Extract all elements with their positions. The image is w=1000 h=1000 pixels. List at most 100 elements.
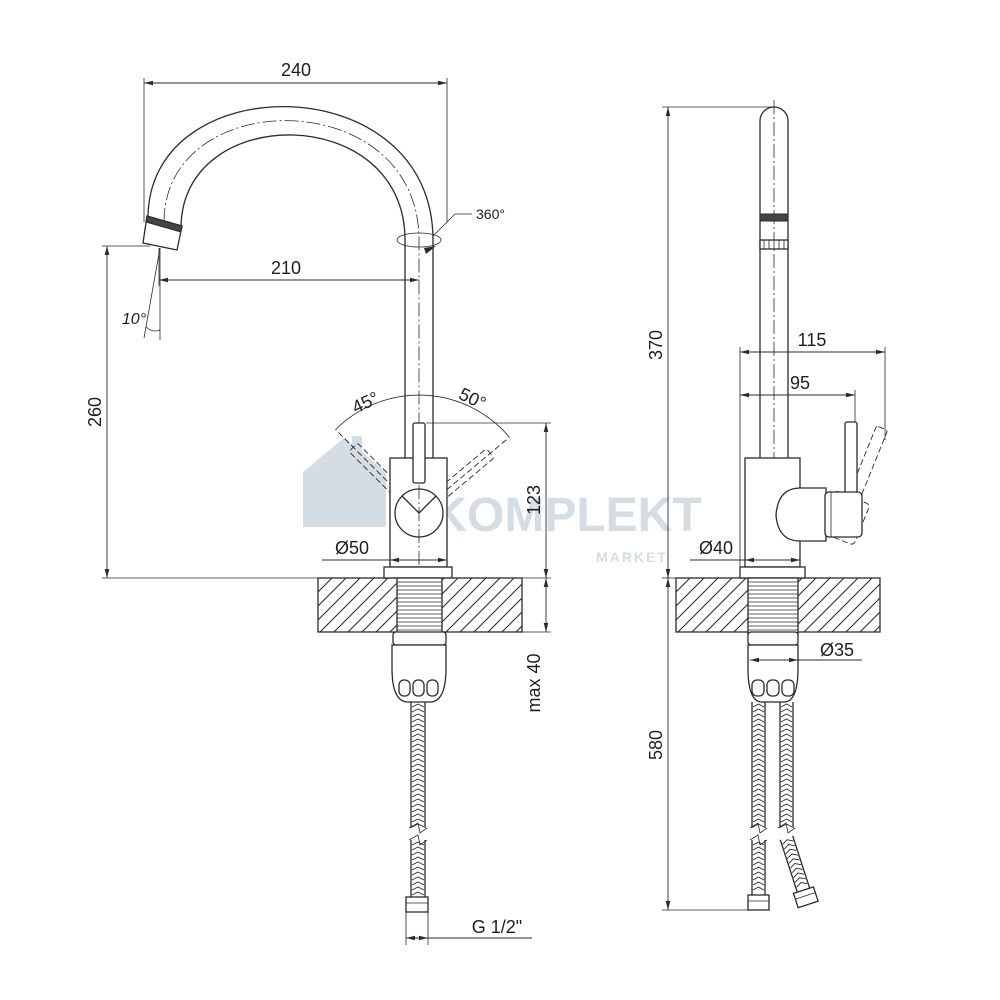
dim-overall-depth: 115 bbox=[798, 330, 827, 350]
supply-hoses bbox=[749, 702, 796, 895]
arrowhead bbox=[789, 657, 798, 663]
arrowhead bbox=[406, 935, 415, 941]
arrowhead bbox=[543, 623, 549, 632]
hose-fitting bbox=[792, 886, 819, 909]
nozzle-band bbox=[145, 215, 183, 233]
dimension-line bbox=[690, 557, 800, 563]
dimension-lines bbox=[665, 107, 885, 910]
watermark-brand: KOMPLEKT bbox=[432, 489, 701, 542]
hose-coupling bbox=[391, 644, 447, 703]
bent-hose bbox=[779, 835, 819, 909]
dimension-line bbox=[406, 935, 532, 941]
hose-coupling bbox=[747, 644, 799, 703]
dimension-lines bbox=[104, 80, 549, 941]
dimension-line bbox=[322, 557, 447, 563]
escutcheon bbox=[383, 566, 453, 579]
dim-connection-thread: G 1/2" bbox=[472, 917, 522, 937]
braided-hose-segment bbox=[410, 840, 426, 897]
threaded-shank bbox=[396, 577, 443, 636]
dim-body-diameter: Ø40 bbox=[699, 538, 733, 558]
spout-side bbox=[759, 100, 789, 470]
dim-body-height: 123 bbox=[524, 485, 544, 515]
dimension-line bbox=[740, 349, 885, 355]
mixer-body bbox=[389, 422, 448, 575]
dimension-line bbox=[159, 277, 419, 283]
braided-hose-segment bbox=[779, 835, 811, 893]
dimension-line bbox=[665, 578, 671, 910]
dim-spout-reach: 210 bbox=[271, 258, 301, 278]
arrowhead bbox=[740, 349, 749, 355]
dimension-line bbox=[665, 107, 671, 578]
dimension-line bbox=[104, 246, 110, 578]
dimension-line bbox=[543, 578, 549, 632]
arrowhead bbox=[665, 901, 671, 910]
arrowhead bbox=[745, 557, 754, 563]
arrowhead bbox=[876, 349, 885, 355]
arrowhead bbox=[750, 657, 759, 663]
nozzle-angle-annotation: 10° bbox=[122, 247, 161, 340]
arrowhead bbox=[104, 569, 110, 578]
side-view: 370 580 115 95 Ø40 Ø35 bbox=[646, 100, 888, 911]
dimension-line bbox=[740, 392, 855, 398]
arrowhead bbox=[104, 246, 110, 255]
arrowhead bbox=[543, 423, 549, 432]
arrowhead bbox=[410, 277, 419, 283]
escutcheon bbox=[739, 566, 806, 579]
hose-fitting bbox=[405, 896, 429, 913]
dimension-line bbox=[144, 80, 447, 86]
dim-overall-width: 240 bbox=[281, 60, 311, 80]
arrowhead bbox=[740, 392, 749, 398]
dim-hose-length: 580 bbox=[646, 730, 666, 760]
countertop-hatch bbox=[317, 577, 523, 633]
threaded-shank bbox=[747, 577, 799, 636]
extension-lines bbox=[102, 78, 551, 945]
arrowhead bbox=[846, 392, 855, 398]
bent-hose-body bbox=[779, 835, 811, 893]
arrowhead bbox=[791, 557, 800, 563]
arrowhead bbox=[665, 578, 671, 587]
lever-handle bbox=[412, 422, 426, 484]
extension-lines bbox=[662, 106, 886, 911]
watermark-tagline: MARKET bbox=[596, 549, 668, 565]
dim-shank-diameter: Ø35 bbox=[820, 640, 854, 660]
braided-hose-segment bbox=[751, 702, 766, 828]
gooseneck-spout bbox=[142, 105, 434, 578]
swivel-annotation: 360° bbox=[396, 206, 505, 254]
hose-fitting bbox=[747, 894, 770, 911]
nozzle-angle-label: 10° bbox=[122, 311, 147, 328]
swivel-angle-label: 360° bbox=[476, 206, 505, 222]
dimension-line bbox=[750, 657, 862, 663]
fixing-nut bbox=[392, 631, 447, 646]
aerator-mesh bbox=[763, 240, 785, 249]
dim-body-diameter: Ø50 bbox=[335, 538, 369, 558]
lever-handle bbox=[844, 421, 858, 495]
arrowhead bbox=[665, 569, 671, 578]
arrowhead bbox=[390, 557, 399, 563]
lever-angle-right-label: 50° bbox=[456, 384, 489, 414]
fixing-nut bbox=[747, 631, 799, 646]
dim-spout-height: 260 bbox=[85, 397, 105, 427]
arrowhead bbox=[419, 935, 428, 941]
arrowhead bbox=[543, 578, 549, 587]
dim-overall-height: 370 bbox=[646, 330, 666, 360]
braided-hose-segment bbox=[779, 702, 794, 828]
spout-band bbox=[759, 213, 789, 222]
arrowhead bbox=[543, 569, 549, 578]
lever-angle-left-label: 45° bbox=[349, 388, 382, 418]
arrowhead bbox=[665, 107, 671, 116]
mixer-body-side bbox=[744, 421, 888, 568]
braided-hose-segment bbox=[410, 702, 426, 828]
supply-hoses bbox=[408, 702, 428, 897]
arrowhead bbox=[438, 557, 447, 563]
arrowhead bbox=[438, 80, 447, 86]
lever-cylinder bbox=[824, 491, 863, 538]
house-icon bbox=[303, 436, 386, 527]
arrowhead bbox=[159, 277, 168, 283]
braided-hose-segment bbox=[751, 840, 766, 895]
arrowhead bbox=[144, 80, 153, 86]
dimension-line bbox=[543, 423, 549, 578]
lever-hub bbox=[775, 487, 827, 542]
dim-max-countertop: max 40 bbox=[524, 653, 544, 712]
dim-handle-depth: 95 bbox=[790, 373, 810, 393]
